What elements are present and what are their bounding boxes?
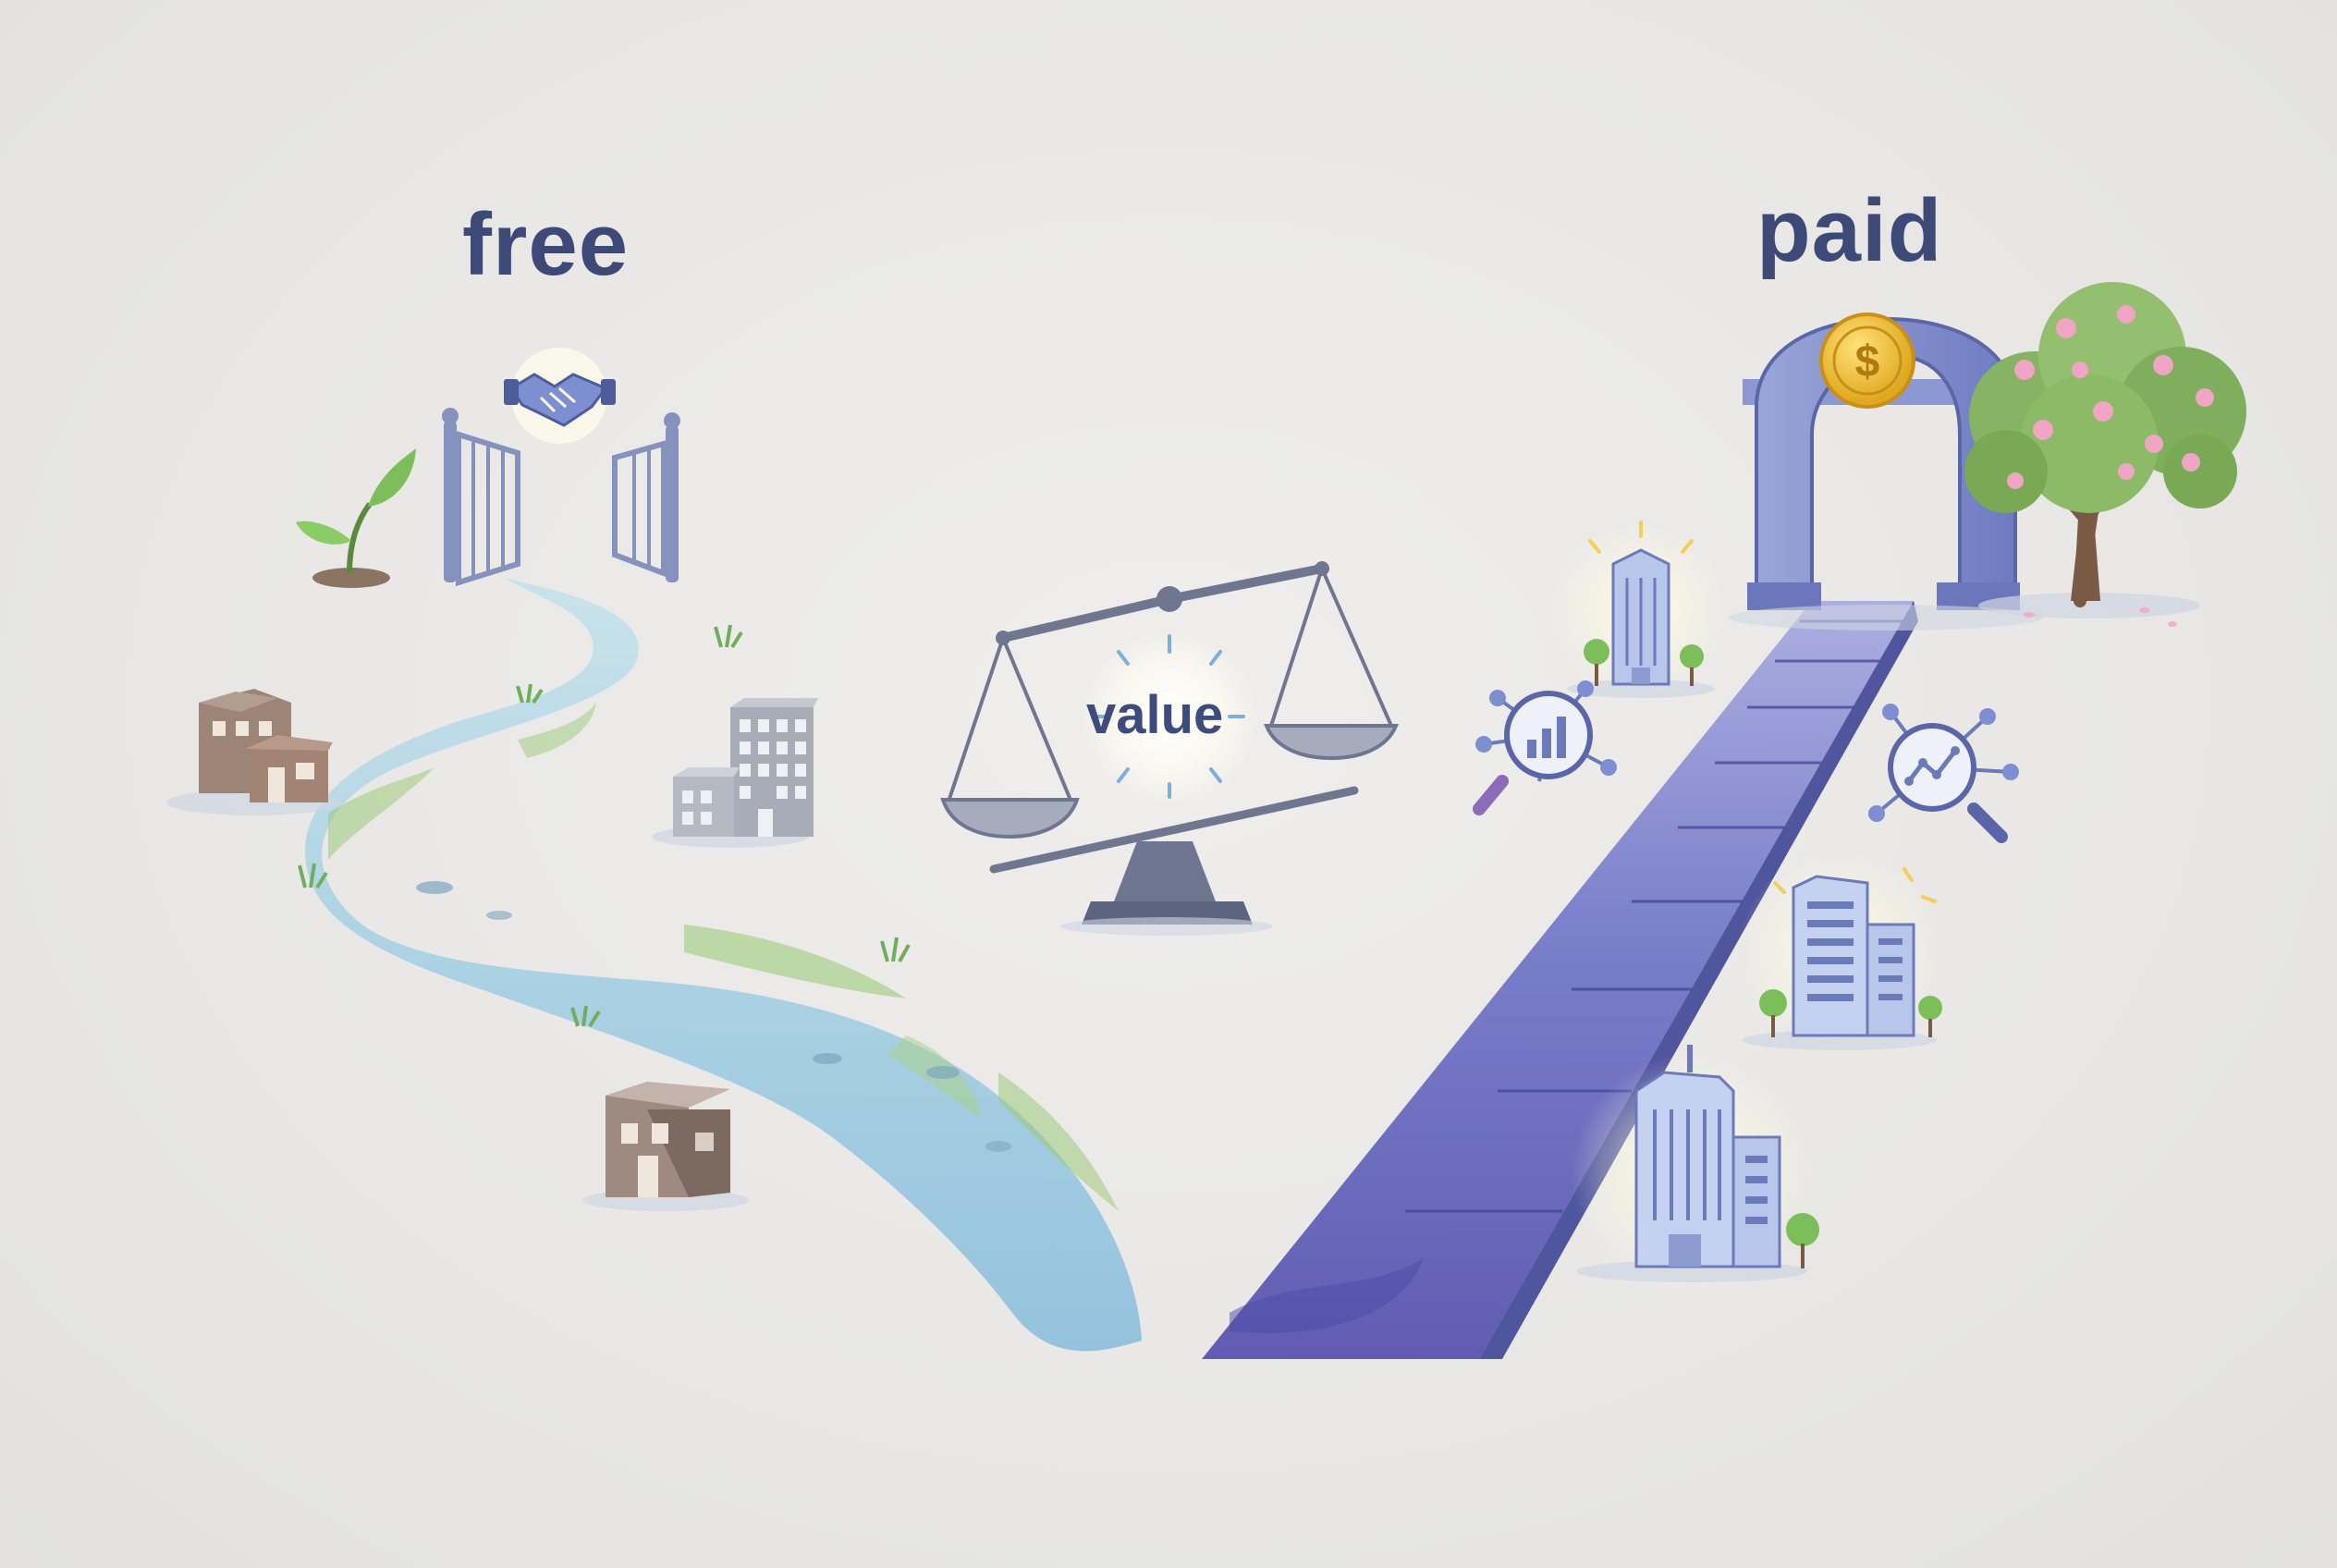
value-glow bbox=[1082, 631, 1257, 806]
office-tower-icon bbox=[1738, 851, 1942, 1054]
handshake-icon bbox=[504, 348, 616, 444]
svg-text:$: $ bbox=[1855, 337, 1880, 386]
line-chart-magnifier-icon bbox=[1868, 704, 2019, 843]
open-gate-icon bbox=[442, 408, 680, 587]
winding-river bbox=[298, 578, 1142, 1352]
blossom-tree-icon bbox=[1964, 282, 2246, 627]
small-building-icon bbox=[582, 1082, 749, 1211]
office-tower-icon bbox=[1553, 521, 1729, 698]
office-tower-icon bbox=[1572, 1045, 1819, 1294]
balance-scale-icon bbox=[940, 561, 1399, 936]
paid-label: paid bbox=[1756, 181, 1943, 280]
free-label: free bbox=[462, 195, 630, 294]
bar-chart-magnifier-icon bbox=[1473, 680, 1617, 815]
sprout-icon bbox=[296, 448, 416, 588]
office-tower-icon bbox=[652, 698, 818, 848]
value-label: value bbox=[1086, 685, 1224, 745]
small-building-icon bbox=[166, 689, 342, 815]
dollar-coin-icon: $ bbox=[1819, 312, 1915, 409]
